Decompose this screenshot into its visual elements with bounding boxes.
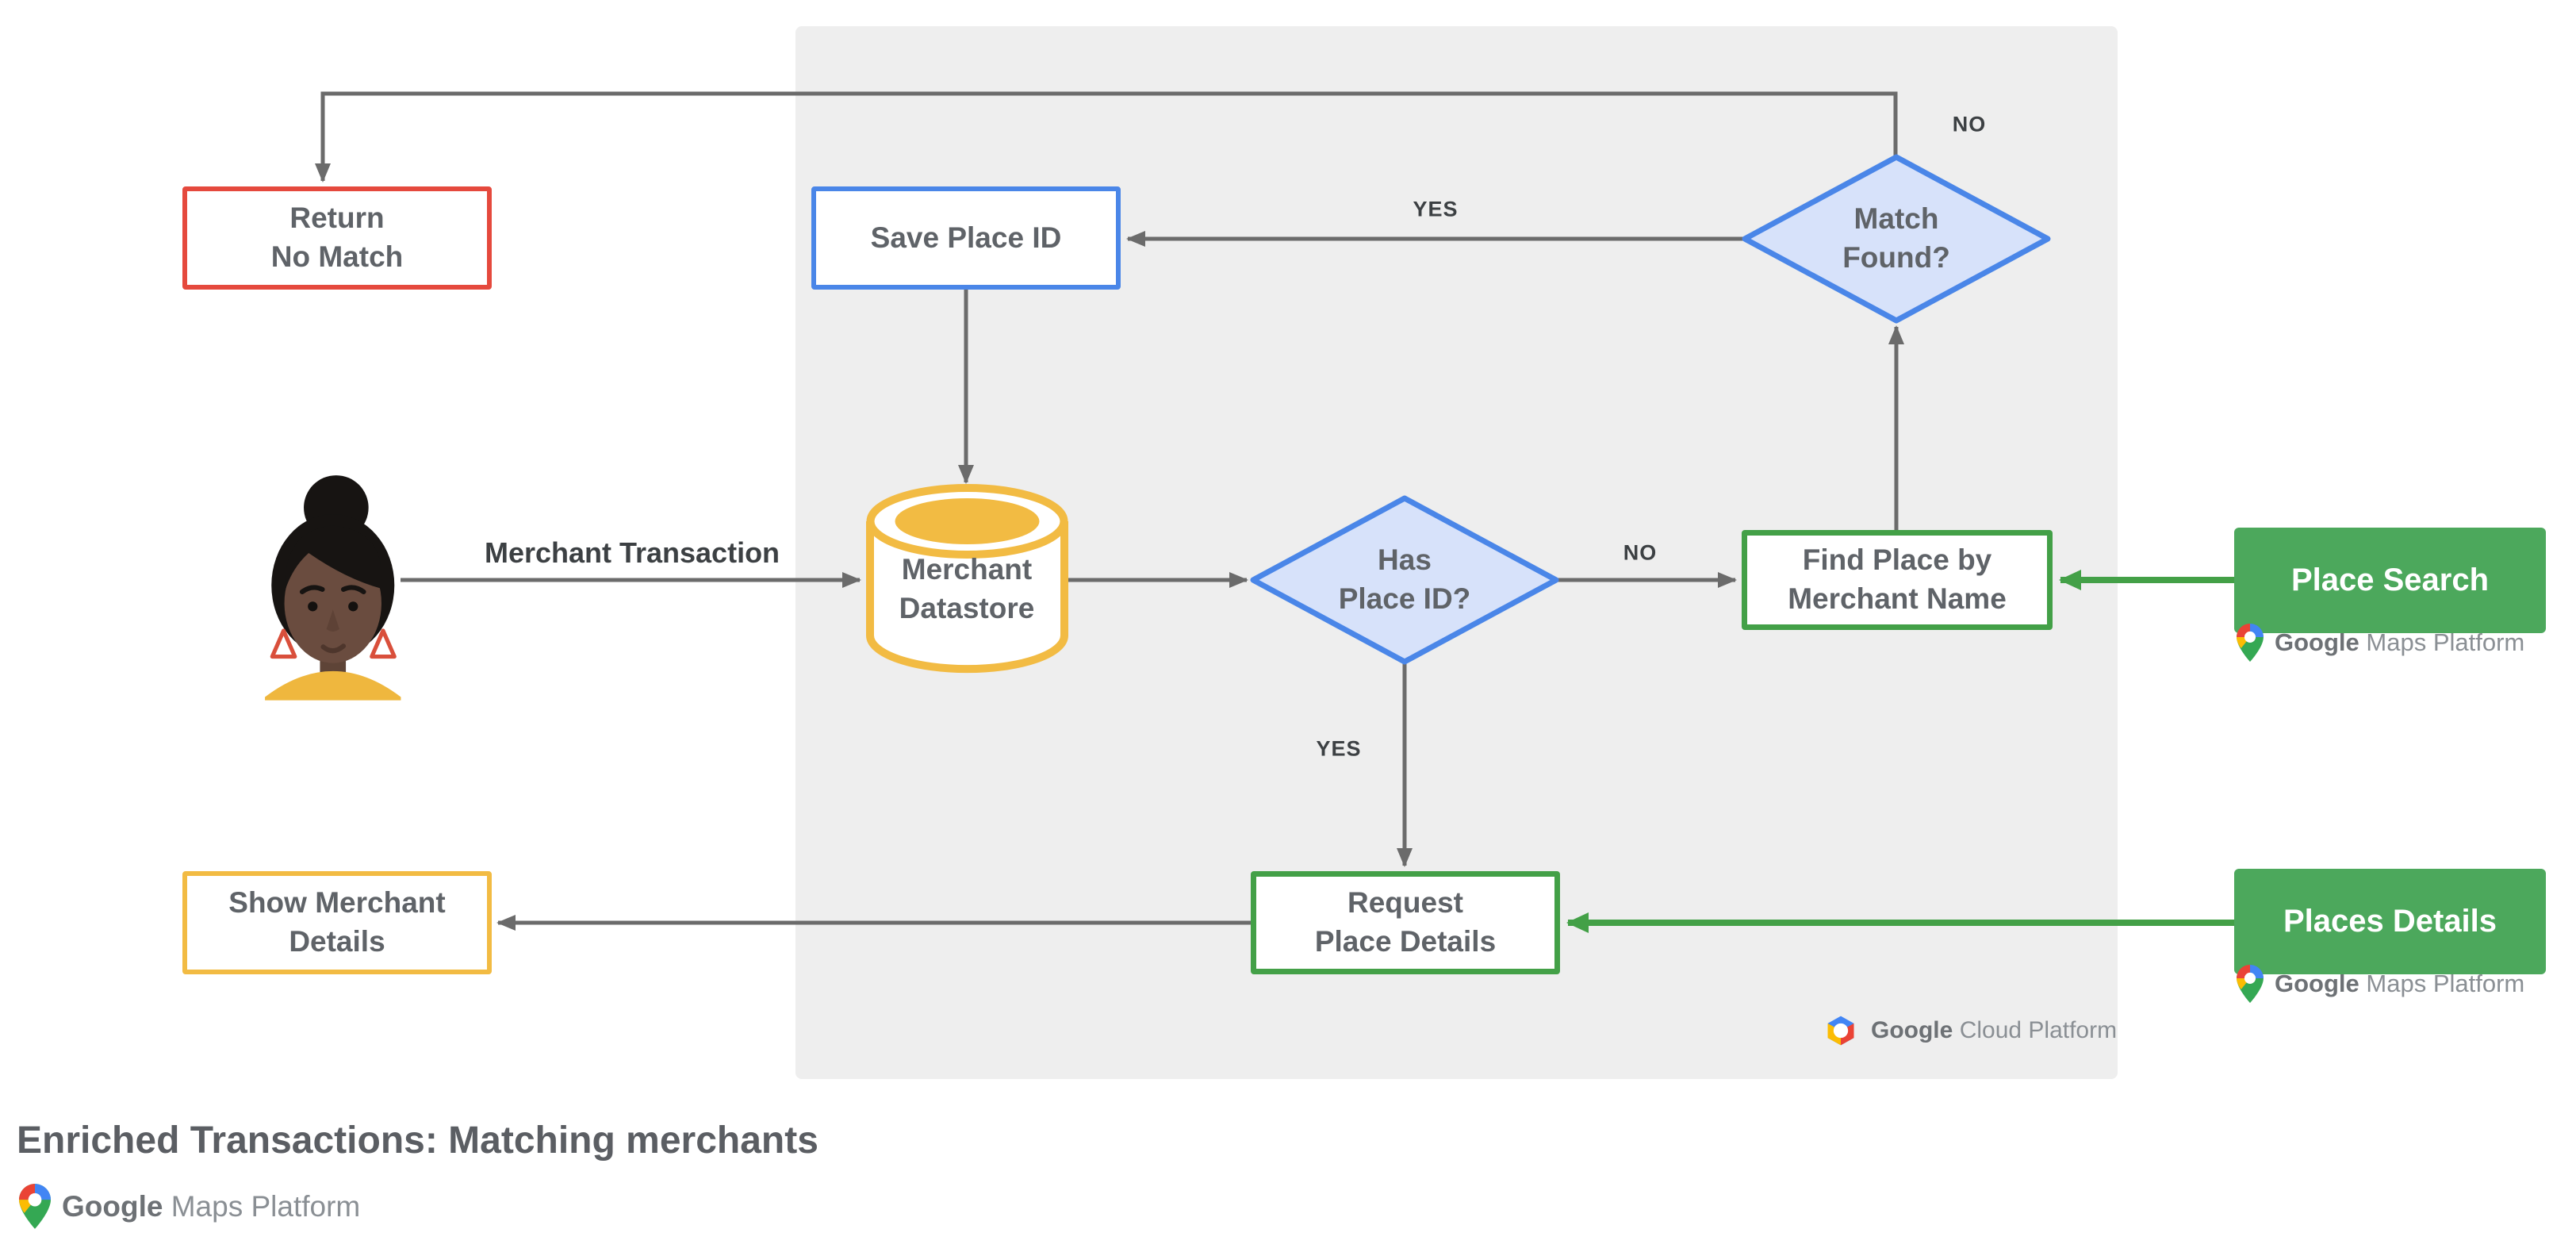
edge-label-merchant-transaction: Merchant Transaction [484, 536, 780, 569]
api-box-places-details: Places Details [2234, 869, 2546, 974]
gmp-product-text: Maps Platform [2366, 970, 2525, 997]
gmp-google-text: Google [62, 1189, 163, 1223]
gcp-product-text: Cloud Platform [1959, 1017, 2118, 1043]
gmp-product-text: Maps Platform [2366, 628, 2525, 656]
google-maps-pin-icon [2237, 965, 2264, 1003]
google-maps-pin-icon [2237, 624, 2264, 662]
node-return-no-match: Return No Match [182, 186, 492, 290]
match-found-label: Match Found? [1842, 202, 1950, 274]
edge-label-has-yes: YES [1316, 736, 1362, 761]
has-place-id-label: Has Place ID? [1338, 543, 1471, 615]
edge-label-match-yes: YES [1413, 197, 1459, 221]
edge-label-has-no: NO [1623, 540, 1658, 565]
edge-match-no-loop [315, 91, 1898, 182]
node-find-place-by-merchant-name: Find Place by Merchant Name [1742, 530, 2053, 630]
merchant-datastore-cylinder [866, 484, 1068, 674]
node-save-place-id: Save Place ID [811, 186, 1121, 290]
gmp-lockup-footer: Google Maps Platform [19, 1184, 360, 1229]
google-cloud-hexagon-icon [1827, 1016, 1854, 1046]
merchant-datastore-label: Merchant Datastore [899, 553, 1035, 624]
has-place-id-diamond [1250, 495, 1559, 665]
edge-label-match-no: NO [1952, 112, 1987, 136]
gmp-lockup-place-search: Google Maps Platform [2237, 624, 2524, 662]
gmp-product-text: Maps Platform [171, 1189, 361, 1223]
gmp-lockup-places-details: Google Maps Platform [2237, 965, 2524, 1003]
api-box-place-search: Place Search [2234, 528, 2546, 633]
gmp-google-text: Google [2275, 628, 2359, 656]
diagram-title: Enriched Transactions: Matching merchant… [17, 1120, 818, 1162]
gcp-google-text: Google [1871, 1017, 1953, 1043]
node-show-merchant-details: Show Merchant Details [182, 871, 492, 974]
gmp-google-text: Google [2275, 970, 2359, 997]
merchant-user-avatar [265, 475, 401, 701]
node-request-place-details: Request Place Details [1251, 871, 1560, 974]
gcp-lockup: Google Cloud Platform [1822, 1013, 2117, 1048]
google-maps-pin-icon [19, 1184, 51, 1229]
match-found-diamond [1742, 154, 2051, 324]
